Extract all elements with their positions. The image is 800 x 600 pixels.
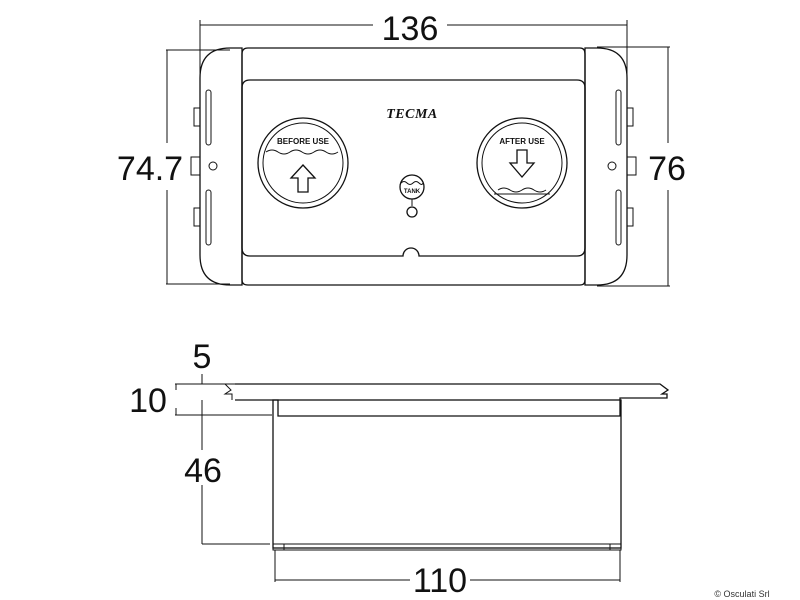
left-height-value: 74.7 bbox=[117, 150, 183, 188]
outer-frame-right bbox=[584, 47, 628, 286]
flange-thickness-value: 5 bbox=[193, 338, 212, 376]
body-width-dimension: 110 bbox=[274, 550, 621, 600]
tab bbox=[190, 156, 201, 176]
tab bbox=[626, 207, 634, 227]
after-use-label: AFTER USE bbox=[499, 137, 545, 146]
base-lip bbox=[272, 543, 622, 551]
water-wave-icon bbox=[265, 149, 339, 155]
body bbox=[272, 399, 622, 549]
left-height-dimension: 74.7 bbox=[117, 49, 230, 285]
arrow-down-icon bbox=[508, 149, 536, 178]
side-view: 5 10 46 110 bbox=[129, 338, 670, 600]
water-wave-icon bbox=[497, 187, 547, 193]
tank-label: TANK bbox=[404, 189, 421, 195]
tank-indicator: TANK bbox=[399, 174, 425, 218]
right-height-dimension: 76 bbox=[597, 46, 686, 287]
flange bbox=[235, 383, 670, 417]
slot bbox=[205, 89, 212, 146]
right-height-value: 76 bbox=[648, 150, 686, 188]
body-width-value: 110 bbox=[413, 562, 467, 600]
outer-frame bbox=[199, 47, 243, 286]
tab bbox=[626, 107, 634, 127]
width-dimension: 136 bbox=[199, 10, 628, 78]
panel-face bbox=[241, 79, 586, 257]
screw-hole bbox=[607, 161, 617, 171]
slot bbox=[205, 189, 212, 246]
front-view: TECMA BEFORE USE AFTER USE TANK bbox=[117, 10, 686, 287]
tab bbox=[626, 156, 637, 176]
screw-hole bbox=[208, 161, 218, 171]
before-use-label: BEFORE USE bbox=[277, 137, 330, 146]
copyright-notice: © Osculati Srl bbox=[714, 589, 769, 599]
body-depth-value: 46 bbox=[184, 452, 222, 490]
tab bbox=[193, 207, 201, 227]
body-depth-dimension: 46 bbox=[184, 400, 270, 545]
flange-height-dimension: 10 bbox=[129, 382, 272, 420]
slot bbox=[615, 89, 622, 146]
before-use-button[interactable]: BEFORE USE bbox=[257, 117, 349, 209]
brand-logo: TECMA bbox=[386, 107, 438, 122]
flange-thickness-dimension: 5 bbox=[193, 338, 212, 384]
arrow-up-icon bbox=[289, 164, 317, 193]
tank-led bbox=[406, 206, 418, 218]
width-value: 136 bbox=[382, 10, 439, 48]
panel-outline bbox=[241, 47, 586, 286]
tab bbox=[193, 107, 201, 127]
after-use-button[interactable]: AFTER USE bbox=[476, 117, 568, 209]
flange-height-value: 10 bbox=[129, 382, 167, 420]
slot bbox=[615, 189, 622, 246]
